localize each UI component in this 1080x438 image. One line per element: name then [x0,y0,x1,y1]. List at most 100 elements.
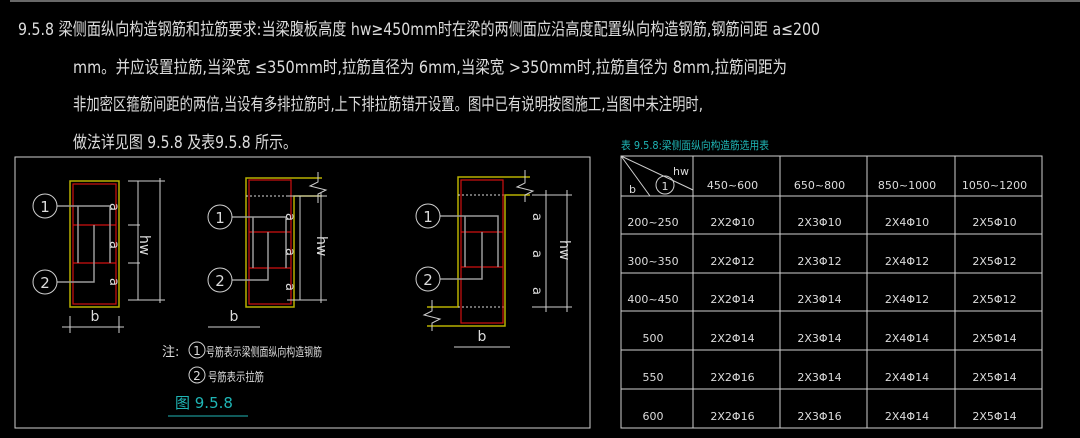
table-cell: 2X5Φ14 [972,332,1016,345]
table-cell: 2X2Φ14 [710,332,754,345]
row-header-b: 600 [643,410,664,423]
beam-section-rectangular: 1 2 a a a hw b [32,178,165,333]
leader-line-1 [440,215,499,267]
dim-label-hw: hw [136,235,152,255]
beam-outline [69,180,120,308]
dim-label-hw: hw [313,236,329,256]
marker-2-label: 2 [423,271,433,289]
marker-circle-1 [415,203,441,229]
dim-label-a: a [106,203,121,211]
table-cell: 2X3Φ14 [797,332,841,345]
dim-label-a: a [529,287,544,295]
table-cell: 2X5Φ12 [972,293,1016,306]
break-symbol [515,170,535,202]
figure-frame [14,156,591,429]
table-cell: 2X2Φ16 [710,371,754,384]
marker-circle-1 [32,193,58,219]
note-marker-circle-2 [188,366,206,384]
table-cell: 2X2Φ10 [710,216,754,229]
table-cell: 2X5Φ14 [972,371,1016,384]
row-header-b: 300~350 [627,255,678,268]
stirrup [72,183,117,305]
marker-circle-2 [415,266,441,292]
table-cell: 2X3Φ10 [797,216,841,229]
marker-1-label: 1 [215,209,225,227]
marker-2-label: 2 [40,274,50,292]
marker-1-label: 1 [423,208,433,226]
beam-section-double-flange: 1 2 a a a hw b [415,170,572,348]
table-cell: 2X4Φ14 [885,410,929,423]
beam-outline [427,176,530,308]
column-header: 450~600 [707,179,758,192]
beam-outline [427,194,530,327]
table-cell: 2X3Φ12 [797,255,841,268]
leader-line-2 [232,232,269,281]
stirrup [460,179,504,324]
leader-line-2 [440,232,483,280]
marker-circle-2 [32,269,58,295]
dim-label-a: a [106,278,121,286]
note-marker-2: 2 [193,369,201,383]
dim-label-a: a [106,241,121,249]
table-cells: 450~600 650~800 850~1000 1050~1200 200~250 2X… [627,179,1027,423]
note-prefix: 注: [162,345,179,360]
dim-label-a: a [529,250,544,258]
marker-2-label: 2 [215,272,225,290]
table-cell: 2X5Φ12 [972,255,1016,268]
row-header-b: 200~250 [627,216,678,229]
table-cell: 2X4Φ14 [885,371,929,384]
table-cell: 2X2Φ12 [710,255,754,268]
break-symbol [308,172,328,203]
table-cell: 2X5Φ14 [972,410,1016,423]
column-header: 1050~1200 [962,179,1027,192]
heading-line-3: 非加密区箍筋间距的两倍,当设有多排拉筋时,上下排拉筋错开设置。图中已有说明按图施… [73,95,703,115]
marker-1-label: 1 [40,198,50,216]
figure-notes: 注: 1 号筋表示梁侧面纵向构造钢筋 2 号筋表示拉筋 图 9.5.8 [162,341,322,417]
table-cell: 2X2Φ16 [710,410,754,423]
table-cell: 2X5Φ10 [972,216,1016,229]
break-symbol [422,300,442,331]
note-2-text: 号筋表示拉筋 [208,369,264,384]
corner-diagonal [620,155,694,191]
dim-label-a: a [282,213,297,221]
corner-marker-circle [655,175,675,195]
corner-label-b: b [629,183,636,196]
table-cell: 2X2Φ14 [710,293,754,306]
figure-caption: 图 9.5.8 [175,394,233,412]
table-cell: 2X3Φ16 [797,410,841,423]
heading-paragraph: 9.5.8 梁侧面纵向构造钢筋和拉筋要求:当梁腹板高度 hw≥450mm时在梁的… [18,20,820,153]
table-cell: 2X3Φ14 [797,293,841,306]
heading-line-2: mm。并应设置拉筋,当梁宽 ≤350mm时,拉筋直径为 6mm,当梁宽 >350… [73,58,787,78]
dim-label-a: a [529,213,544,221]
heading-line-1: 9.5.8 梁侧面纵向构造钢筋和拉筋要求:当梁腹板高度 hw≥450mm时在梁的… [18,20,820,40]
corner-label-hw: hw [673,165,689,178]
table-cell: 2X3Φ14 [797,371,841,384]
leader-line-2 [57,225,95,283]
leader-line-1 [57,205,111,263]
row-header-b: 550 [643,371,664,384]
table-cell: 2X4Φ14 [885,332,929,345]
row-header-b: 400~450 [627,293,678,306]
note-1-text: 号筋表示梁侧面纵向构造钢筋 [206,344,322,359]
corner-marker: 1 [662,180,669,193]
leader-line-1 [232,216,287,268]
column-header: 650~800 [794,179,845,192]
dim-label-a: a [282,248,297,256]
table-grid [621,156,1042,428]
table-cell: 2X4Φ12 [885,255,929,268]
marker-circle-2 [207,267,233,293]
stirrup [248,179,292,305]
beam-section-top-flange: 1 2 a a a hw b [207,172,329,328]
row-header-b: 500 [643,332,664,345]
column-header: 850~1000 [878,179,936,192]
table-cell: 2X4Φ12 [885,293,929,306]
dim-label-b: b [478,329,487,345]
heading-line-4: 做法详见图 9.5.8 及表9.5.8 所示。 [73,133,297,153]
note-marker-1: 1 [193,344,201,358]
table-cell: 2X4Φ10 [885,216,929,229]
dim-label-a: a [282,283,297,291]
marker-circle-1 [207,204,233,230]
table-border [620,155,1043,429]
